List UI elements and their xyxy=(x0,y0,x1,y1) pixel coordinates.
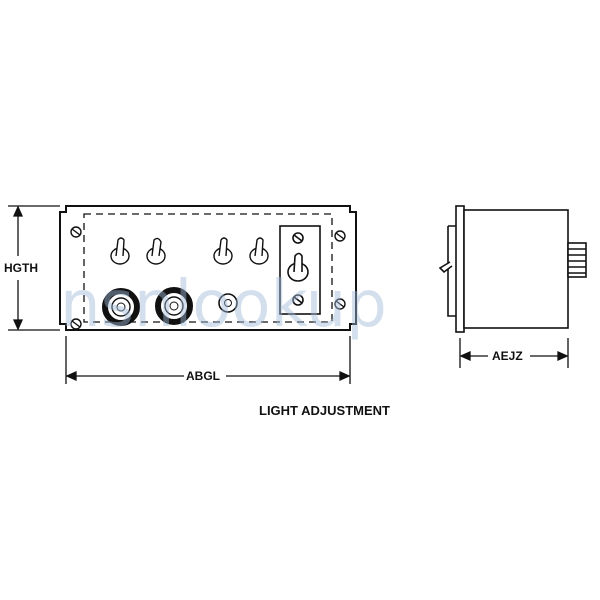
control-knobs xyxy=(102,287,238,326)
screw-top-left xyxy=(70,226,82,238)
screw-bottom-right xyxy=(334,298,346,310)
screw-bottom-left xyxy=(70,318,82,330)
toggle-switch-3 xyxy=(213,237,233,265)
side-view xyxy=(438,205,587,333)
toggle-switch-4 xyxy=(249,237,269,265)
plate-screw-top xyxy=(292,232,304,244)
depth-dimension xyxy=(459,338,569,368)
depth-label: AEJZ xyxy=(492,349,523,363)
knob-right xyxy=(155,287,193,325)
plate-screw-bottom xyxy=(292,294,304,306)
height-dimension xyxy=(8,205,60,331)
watermark: nsnlookup xyxy=(60,268,387,342)
indicator-lamp xyxy=(218,293,238,313)
toggle-switches xyxy=(110,237,269,265)
toggle-switch-2 xyxy=(146,237,166,265)
length-label: ABGL xyxy=(186,369,220,383)
length-dimension xyxy=(65,336,351,384)
knob-left xyxy=(102,288,140,326)
screw-top-right xyxy=(334,230,346,242)
side-view-connector xyxy=(567,242,587,278)
diagram-caption: LIGHT ADJUSTMENT xyxy=(259,403,390,418)
side-switch-plate xyxy=(279,225,321,315)
height-label: HGTH xyxy=(4,261,38,275)
plate-toggle xyxy=(287,252,309,282)
toggle-switch-1 xyxy=(110,237,130,265)
corner-screws xyxy=(70,226,346,330)
